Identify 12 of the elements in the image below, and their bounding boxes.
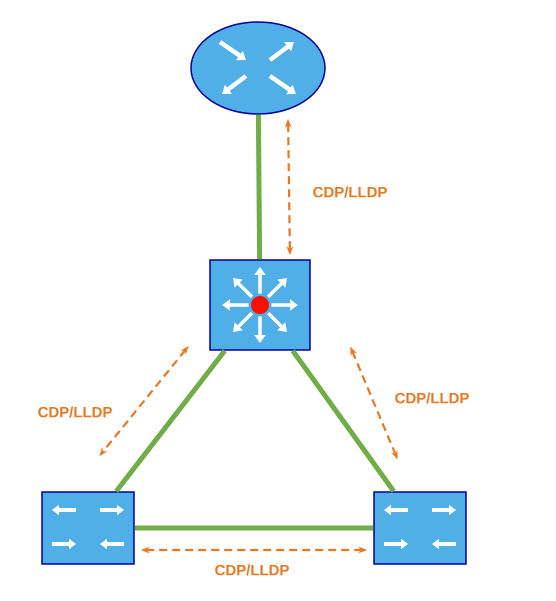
edge-label: CDP/LLDP [214,563,290,577]
switch-drawing [373,491,467,565]
link-line [134,526,374,530]
switch-drawing [41,491,135,565]
edge-label: CDP/LLDP [312,185,388,199]
link-line [290,349,396,493]
link-line [114,349,227,493]
router-drawing [190,21,326,115]
multilayer-switch-drawing [209,259,311,351]
link-line [256,114,262,260]
edge-label: CDP/LLDP [394,391,470,405]
edge-label: CDP/LLDP [36,405,114,419]
